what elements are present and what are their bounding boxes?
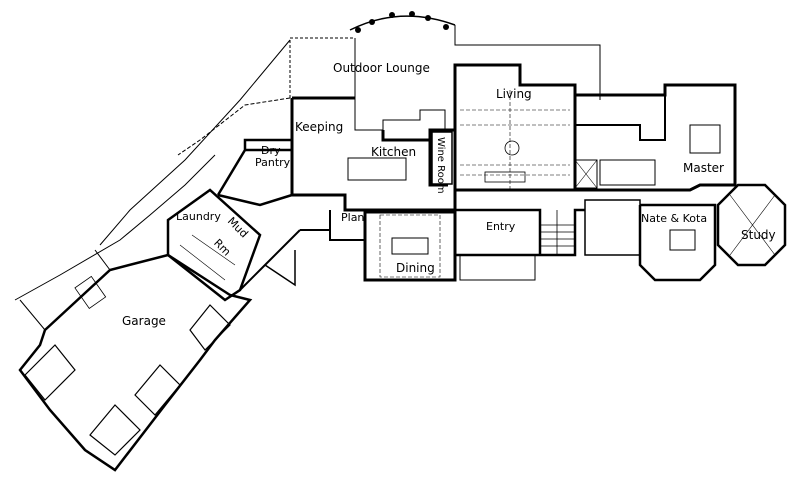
dining-walls xyxy=(363,210,457,282)
room-label-study: Study xyxy=(741,228,776,242)
garage-bay-3 xyxy=(134,364,181,416)
pantry-walls xyxy=(216,138,293,207)
master-walls xyxy=(575,83,737,192)
entry-walls xyxy=(455,208,585,257)
room-label-kitchen: Kitchen xyxy=(371,145,417,159)
room-label-garage: Garage xyxy=(122,314,166,328)
room-label-master: Master xyxy=(683,161,724,175)
planter-shrubs xyxy=(355,11,449,33)
garage-bay-1 xyxy=(24,344,76,401)
garage-bay-2 xyxy=(89,404,141,456)
room-label-wine-room: Wine Room xyxy=(435,137,446,194)
stairs xyxy=(540,210,575,255)
room-label-plan: Plan xyxy=(341,211,365,224)
room-label-living: Living xyxy=(496,87,532,101)
room-label-pantry: Pantry xyxy=(255,156,291,169)
outdoor-lounge-outline xyxy=(354,38,455,131)
room-label-keeping: Keeping xyxy=(295,120,344,134)
room-label-dry: Dry xyxy=(261,144,281,157)
nate-kota-walls xyxy=(638,203,717,282)
room-label-laundry: Laundry xyxy=(176,210,221,223)
room-label-dining: Dining xyxy=(396,261,435,275)
kitchen-island xyxy=(347,157,407,181)
room-label-nate-kota: Nate & Kota xyxy=(641,212,708,225)
keeping-kitchen-walls xyxy=(290,96,457,212)
room-label-outdoor-lounge: Outdoor Lounge xyxy=(333,61,430,75)
wine-room xyxy=(431,131,453,185)
planter-arc xyxy=(349,15,456,31)
plan-walls xyxy=(300,210,365,241)
porch xyxy=(99,39,291,246)
living-walls xyxy=(453,63,577,192)
room-label-entry: Entry xyxy=(486,220,516,233)
study-octagon xyxy=(716,183,787,267)
garage-bay-4 xyxy=(189,304,231,351)
garage-outline xyxy=(18,253,253,472)
